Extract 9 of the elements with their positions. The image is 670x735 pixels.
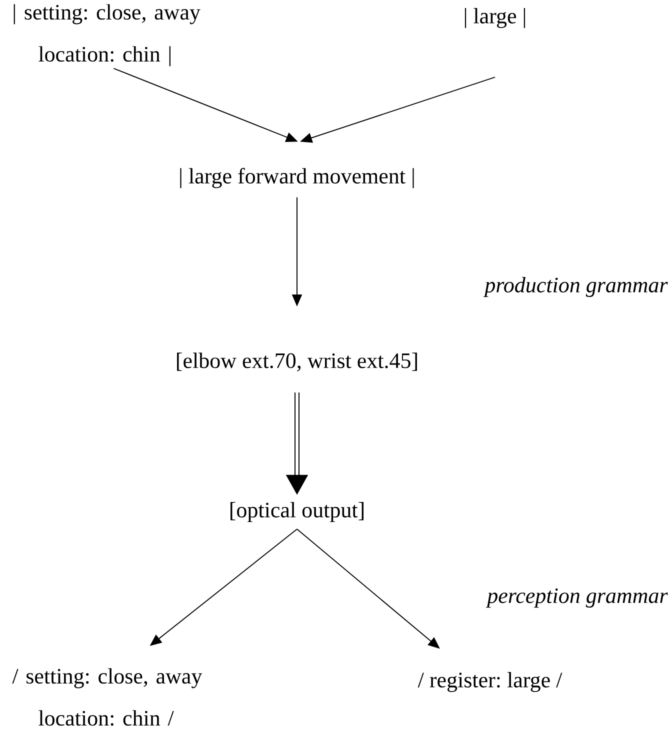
node-text: / setting: close, away location: chin / (12, 668, 202, 726)
node-text: / register: large / (418, 672, 562, 692)
node-text: | setting: close, away location: chin | (14, 4, 200, 66)
node-text: [optical output] (230, 502, 364, 522)
node-text: | large forward movement | (180, 168, 414, 188)
grammar-label: production grammar (483, 277, 668, 297)
grammar-label: perception grammar (486, 588, 668, 608)
node-text: | large | (464, 8, 526, 28)
node-text: [elbow ext.70, wrist ext.45] (177, 352, 417, 372)
